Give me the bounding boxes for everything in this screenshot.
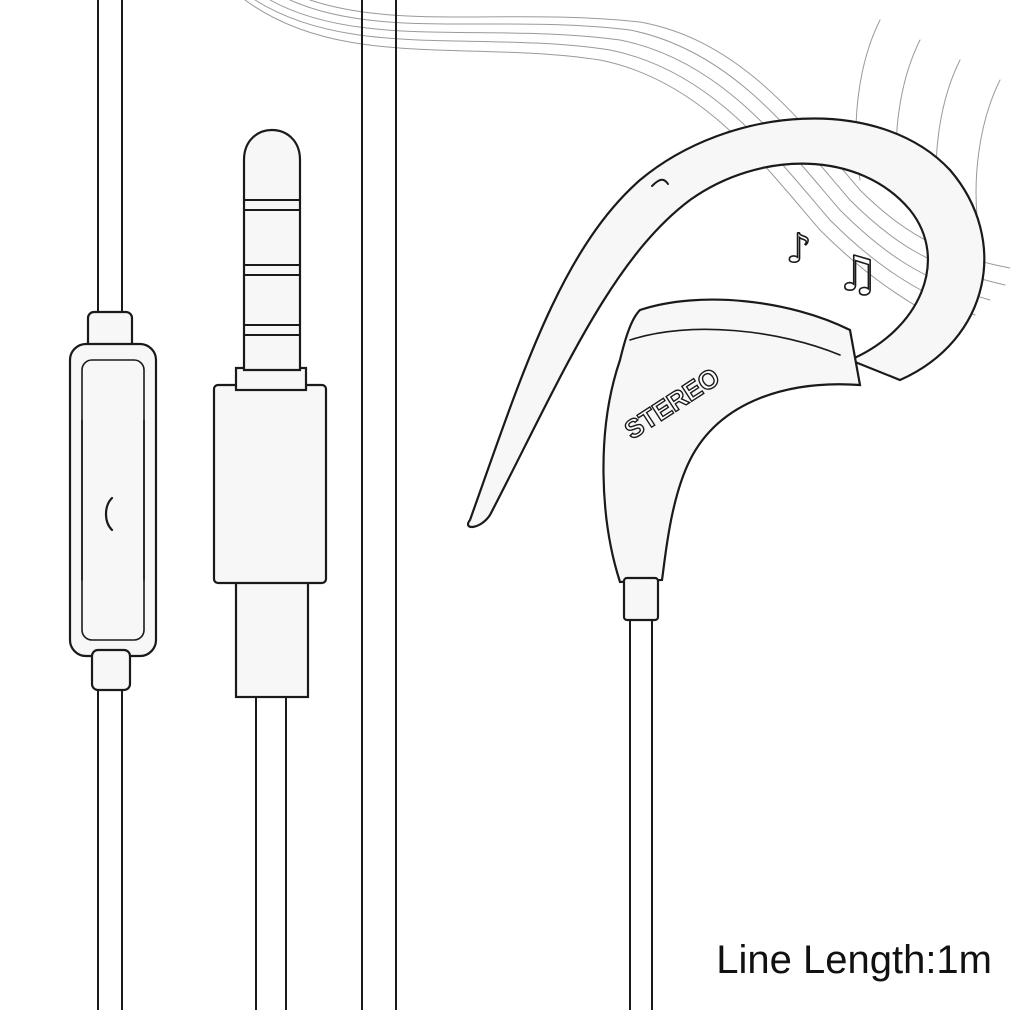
audio-jack-plug [212,128,328,1010]
center-cable [361,0,397,1010]
music-notes-icon: ♪ ♫ [785,225,880,303]
line-length-caption: Line Length:1m [716,938,992,982]
svg-text:♫: ♫ [836,246,879,302]
inline-remote [68,310,158,692]
microphone-icon [104,496,114,532]
hook-mark-icon [651,178,669,187]
svg-text:♪: ♪ [786,226,812,272]
earbud-with-ear-hook: STEREO [467,117,986,1010]
remote-cable [97,0,123,1010]
